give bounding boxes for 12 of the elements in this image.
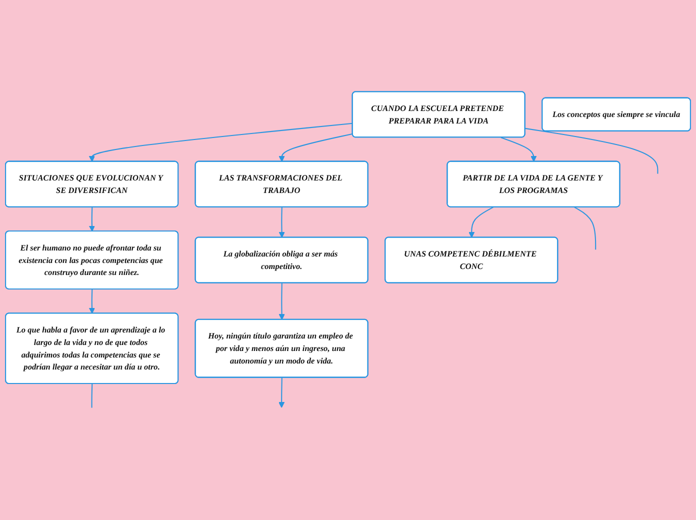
arrow <box>468 206 494 238</box>
arrow <box>500 137 537 162</box>
arrow <box>88 207 96 232</box>
arrow <box>88 289 96 314</box>
connector <box>91 384 93 408</box>
connector <box>574 206 596 250</box>
arrow <box>88 122 353 162</box>
arrow <box>278 283 285 320</box>
arrow <box>278 133 353 162</box>
connector <box>525 128 658 174</box>
arrow <box>278 207 285 238</box>
arrow <box>278 378 285 408</box>
